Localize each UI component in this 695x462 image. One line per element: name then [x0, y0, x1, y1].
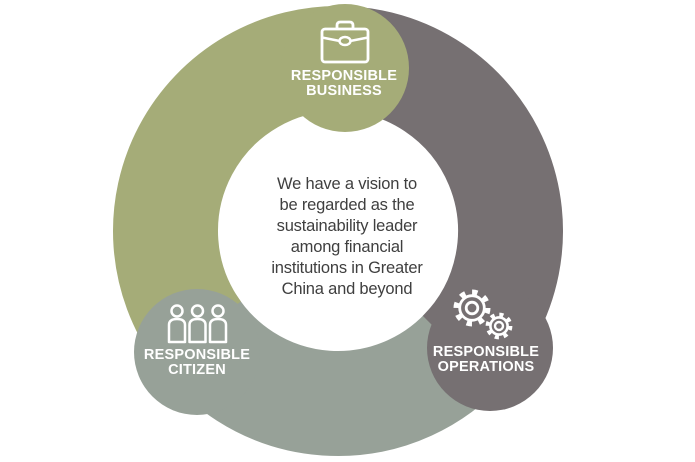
person-head — [170, 304, 184, 318]
label-responsible-business: RESPONSIBLE BUSINESS — [291, 69, 397, 99]
briefcase-flap-left — [321, 36, 341, 43]
hub-responsible-business — [281, 4, 409, 132]
vision-statement: We have a vision to be regarded as the s… — [271, 174, 423, 299]
gear-small-teeth — [485, 312, 513, 340]
person-torso — [188, 317, 207, 344]
gear-large-body — [458, 294, 486, 322]
gear-large-teeth — [453, 289, 491, 327]
person-right — [208, 304, 228, 344]
person-left — [167, 304, 187, 344]
label-line: CITIZEN — [168, 362, 226, 378]
briefcase-body — [320, 27, 370, 64]
vision-line: sustainability leader — [276, 216, 418, 235]
person-head — [190, 304, 205, 318]
person-torso — [208, 317, 228, 344]
vision-line: be regarded as the — [279, 195, 415, 214]
gears-icon — [453, 289, 513, 340]
label-line: RESPONSIBLE — [143, 347, 251, 363]
label-line: OPERATIONS — [437, 359, 535, 375]
briefcase-flap-right — [349, 36, 369, 43]
label-responsible-citizen: RESPONSIBLE CITIZEN — [144, 348, 250, 378]
briefcase-clasp — [338, 35, 352, 47]
vision-line: We have a vision to — [277, 175, 417, 193]
label-line: RESPONSIBLE — [290, 68, 398, 84]
gear-small-hole — [493, 320, 505, 332]
person-head — [211, 304, 225, 318]
label-line: BUSINESS — [306, 83, 382, 99]
vision-line: institutions in Greater — [271, 258, 423, 277]
people-icon — [167, 304, 228, 344]
briefcase-icon — [320, 20, 370, 64]
gear-large — [453, 289, 491, 327]
vision-line: China and beyond — [281, 279, 413, 298]
hub-responsible-citizen — [134, 289, 260, 415]
person-middle — [188, 304, 207, 344]
person-torso — [167, 317, 187, 344]
gear-small — [485, 312, 513, 340]
briefcase-handle — [335, 20, 355, 29]
label-line: RESPONSIBLE — [432, 344, 540, 360]
vision-line: among financial — [290, 237, 404, 256]
gear-small-body — [489, 316, 509, 336]
label-responsible-operations: RESPONSIBLE OPERATIONS — [433, 345, 539, 375]
gear-large-hole — [464, 300, 480, 316]
